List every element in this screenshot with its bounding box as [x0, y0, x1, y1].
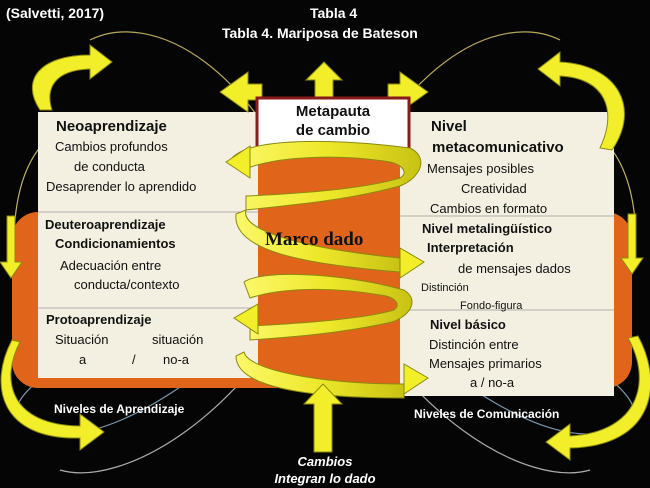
meta-title-line2: de cambio: [295, 122, 371, 139]
basic-line: Distinción entre: [429, 337, 519, 352]
panel-protoaprendizaje: [38, 308, 258, 378]
citation: (Salvetti, 2017): [6, 5, 105, 21]
metaling-distinction: Distinción: [421, 282, 469, 294]
metacom-line: Creatividad: [461, 181, 527, 196]
meta-title-line1: Metapauta: [295, 103, 371, 120]
table-title: Tabla 4. Mariposa de Bateson: [222, 25, 418, 41]
neo-line: de conducta: [74, 159, 145, 174]
deutero-line: Adecuación entre: [60, 258, 162, 273]
proto-slash: /: [132, 352, 136, 367]
metaling-subtitle: Interpretación: [427, 240, 514, 255]
proto-a: a: [79, 352, 87, 367]
neo-line: Desaprender lo aprendido: [46, 179, 197, 194]
metacom-subtitle: metacomunicativo: [432, 139, 564, 156]
right-down-arrow: [620, 213, 644, 275]
panel-metalinguistico: [400, 216, 614, 310]
metacom-line: Cambios en formato: [430, 201, 548, 216]
metacom-title: Nivel: [431, 118, 467, 135]
deutero-line: conducta/contexto: [74, 277, 180, 292]
basic-line: Mensajes primarios: [429, 356, 542, 371]
learning-levels-label: Niveles de Aprendizaje: [54, 402, 185, 416]
bottom-up-arrow: [302, 383, 344, 453]
top-left-curved-arrow: [31, 43, 113, 111]
bottom-caption-line2: Integran lo dado: [274, 471, 376, 486]
panel-metacomunicativo: [400, 112, 614, 216]
metaling-figure-ground: Fondo-figura: [460, 300, 523, 312]
panel-deuteroaprendizaje: [38, 212, 258, 308]
proto-title: Protoaprendizaje: [46, 312, 152, 327]
neo-line: Cambios profundos: [55, 139, 168, 154]
proto-situation-right: situación: [152, 332, 204, 347]
metaling-title: Nivel metalingüístico: [422, 221, 553, 236]
spiral-band-4: [235, 351, 405, 399]
top-up-arrow: [304, 61, 344, 99]
basic-line: a / no-a: [470, 375, 515, 390]
bottom-left-curved-arrow: [0, 339, 105, 451]
spiral-arrow-right-mid: [399, 247, 425, 279]
deutero-title: Deuteroaprendizaje: [45, 217, 166, 232]
basic-title: Nivel básico: [430, 317, 506, 332]
communication-levels-label: Niveles de Comunicación: [414, 407, 560, 421]
panel-neoaprendizaje: [38, 112, 258, 212]
marco-dado-label: Marco dado: [265, 229, 364, 250]
proto-no-a: no-a: [163, 352, 190, 367]
panel-basico: [400, 310, 614, 396]
left-down-arrow: [0, 215, 23, 279]
bottom-caption-line1: Cambios: [297, 454, 353, 469]
metaling-line: de mensajes dados: [458, 261, 571, 276]
top-right-curved-arrow: [537, 50, 625, 151]
spiral-arrow-left-mid: [233, 303, 259, 335]
bottom-right-curved-arrow: [545, 335, 650, 461]
table-label: Tabla 4: [310, 5, 358, 21]
spiral-arrow-right-bottom: [403, 363, 429, 395]
neo-title: Neoaprendizaje: [56, 118, 167, 135]
top-left-double-arrow: [219, 71, 263, 113]
proto-situation-left: Situación: [55, 332, 109, 347]
spiral-arrow-left-top: [225, 145, 251, 179]
metacom-line: Mensajes posibles: [427, 161, 534, 176]
deutero-subtitle: Condicionamientos: [55, 236, 176, 251]
